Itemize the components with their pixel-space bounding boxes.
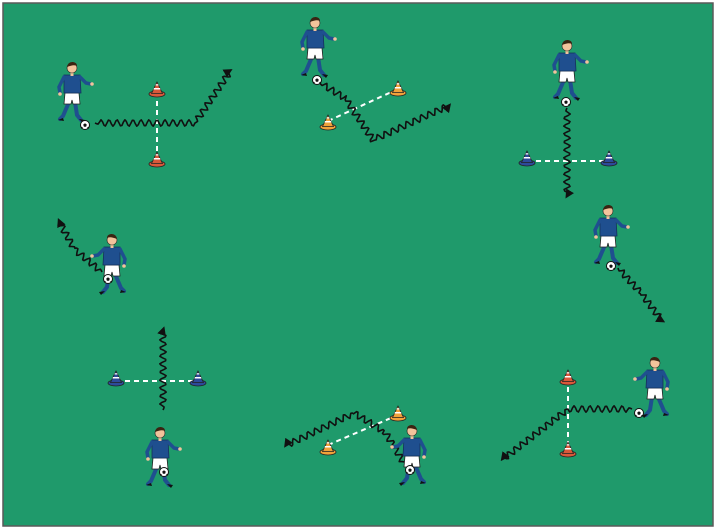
ball-5 (607, 262, 616, 271)
ball-8 (635, 409, 644, 418)
ball-2 (313, 76, 322, 85)
ball-6 (160, 468, 169, 477)
ball-7 (406, 466, 415, 475)
ball-4 (104, 275, 113, 284)
ball-1 (81, 121, 90, 130)
ball-3 (562, 98, 571, 107)
